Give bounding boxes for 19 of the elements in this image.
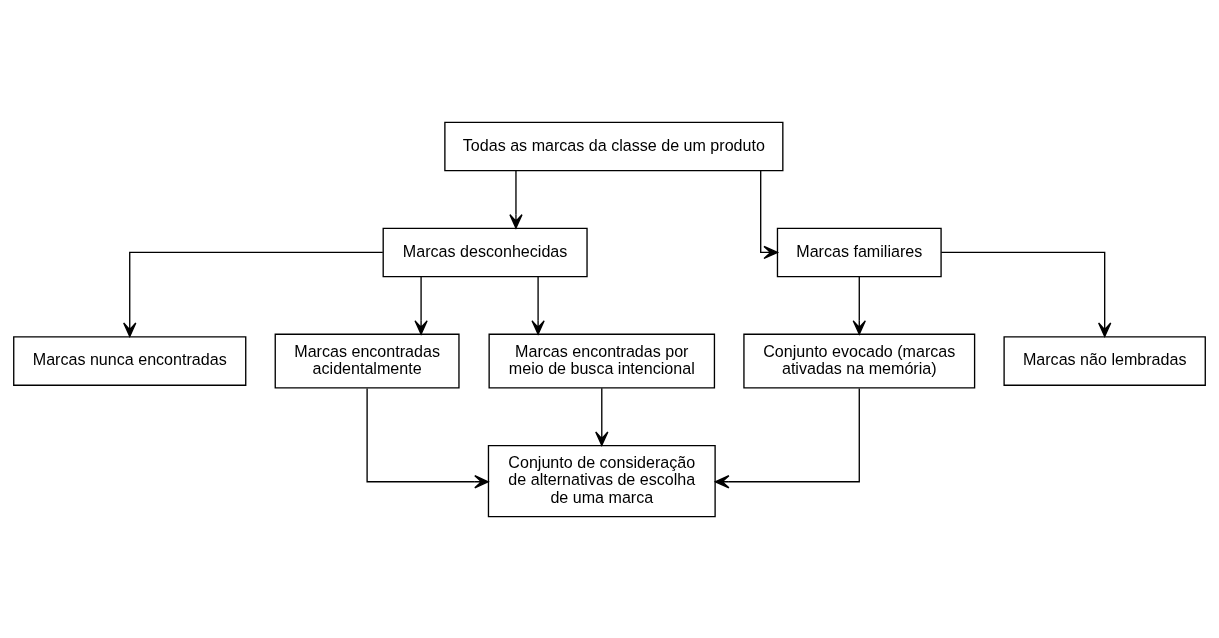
arrow [366,387,489,488]
node-box: Marcas não lembradas [1003,335,1206,386]
node-box: Marcas encontradas acidentalmente [274,333,460,389]
arrow [595,387,609,446]
arrow [852,275,866,335]
node-box: Marcas familiares [776,227,942,277]
node-box: Conjunto evocado (marcas ativadas na memória) [743,333,976,389]
arrow [414,275,428,335]
node-box: Todas as marcas da classe de um produto [444,121,784,171]
arrow [123,251,384,337]
node-box: Marcas nunca encontradas [13,335,247,386]
arrow [509,169,523,229]
node-box: Marcas desconhecidas [382,227,588,277]
arrow [714,387,860,488]
arrow [760,169,779,259]
arrow [531,275,545,335]
node-box: Conjunto de consideração de alternativas de escolha de uma marca [487,444,716,517]
arrow [940,251,1112,337]
node-box: Marcas encontradas por meio de busca intencional [488,333,716,389]
